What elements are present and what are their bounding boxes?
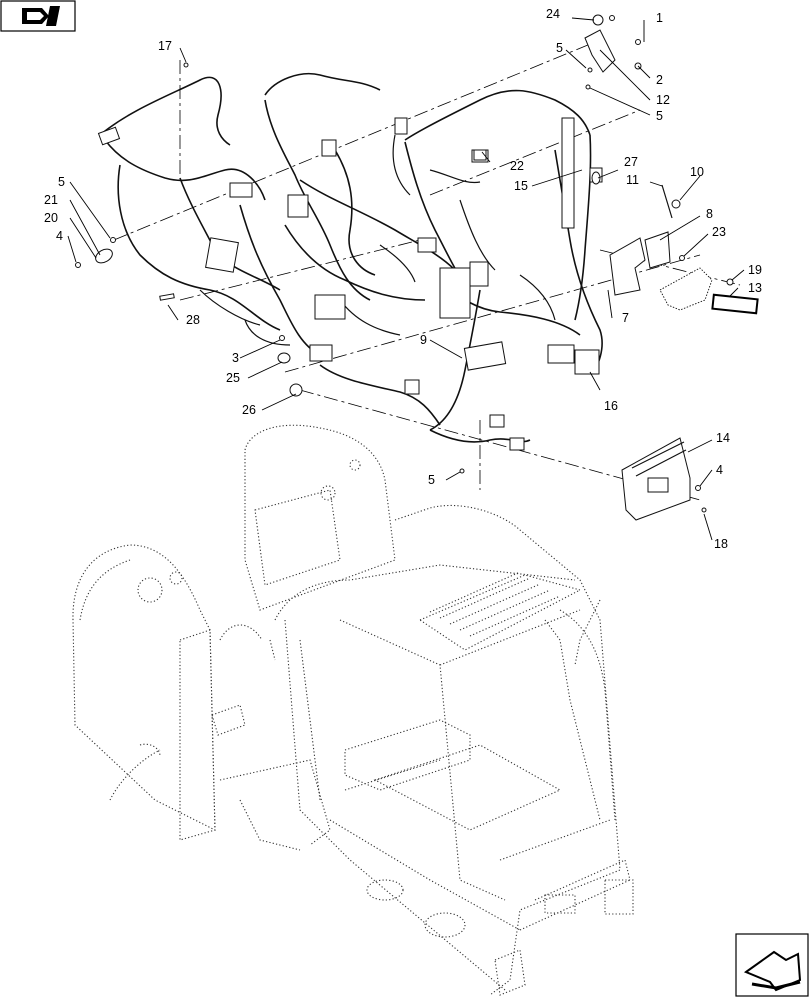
loader-frame <box>72 424 634 996</box>
items-22-27 <box>473 149 601 185</box>
left-fasteners <box>75 237 175 301</box>
centerlines <box>113 39 741 501</box>
fastener-17 <box>183 62 189 68</box>
callout-5-top: 5 <box>556 41 563 55</box>
callout-23: 23 <box>712 225 726 239</box>
callout-17: 17 <box>158 39 172 53</box>
harness-connectors <box>97 117 603 451</box>
clips-lower-left <box>277 335 303 397</box>
callout-16: 16 <box>604 399 618 413</box>
fastener-5-lower <box>459 468 465 474</box>
callout-25: 25 <box>226 371 240 385</box>
callout-3: 3 <box>232 351 239 365</box>
callout-24: 24 <box>546 7 560 21</box>
dashed-bracket-13 <box>659 267 759 315</box>
callout-26: 26 <box>242 403 256 417</box>
next-page-arrow-icon[interactable] <box>735 933 809 997</box>
callout-18: 18 <box>714 537 728 551</box>
callout-27: 27 <box>624 155 638 169</box>
book-arrow-icon[interactable] <box>0 0 76 32</box>
callout-14: 14 <box>716 431 730 445</box>
callout-5-left: 5 <box>58 175 65 189</box>
items-10-11 <box>661 184 681 219</box>
bracket-7-8 <box>609 231 734 296</box>
callout-1: 1 <box>656 11 663 25</box>
control-module-14 <box>621 437 707 521</box>
callout-13: 13 <box>748 281 762 295</box>
callout-8: 8 <box>706 207 713 221</box>
callout-9: 9 <box>420 333 427 347</box>
callout-21: 21 <box>44 193 58 207</box>
callout-5-right: 5 <box>656 109 663 123</box>
callout-labels: 1 2 12 5 5 24 17 5 21 20 4 28 3 25 26 9 … <box>44 7 762 551</box>
top-bracket <box>584 14 642 90</box>
callout-22: 22 <box>510 159 524 173</box>
wiring-harness <box>99 72 603 443</box>
callout-5-lower: 5 <box>428 473 435 487</box>
callout-4-left: 4 <box>56 229 63 243</box>
callout-15: 15 <box>514 179 528 193</box>
callout-10: 10 <box>690 165 704 179</box>
callout-12: 12 <box>656 93 670 107</box>
callout-28: 28 <box>186 313 200 327</box>
callout-19: 19 <box>748 263 762 277</box>
callout-2: 2 <box>656 73 663 87</box>
callout-4-right: 4 <box>716 463 723 477</box>
callout-7: 7 <box>622 311 629 325</box>
leader-lines <box>67 17 745 541</box>
callout-11: 11 <box>626 173 639 187</box>
callout-20: 20 <box>44 211 58 225</box>
